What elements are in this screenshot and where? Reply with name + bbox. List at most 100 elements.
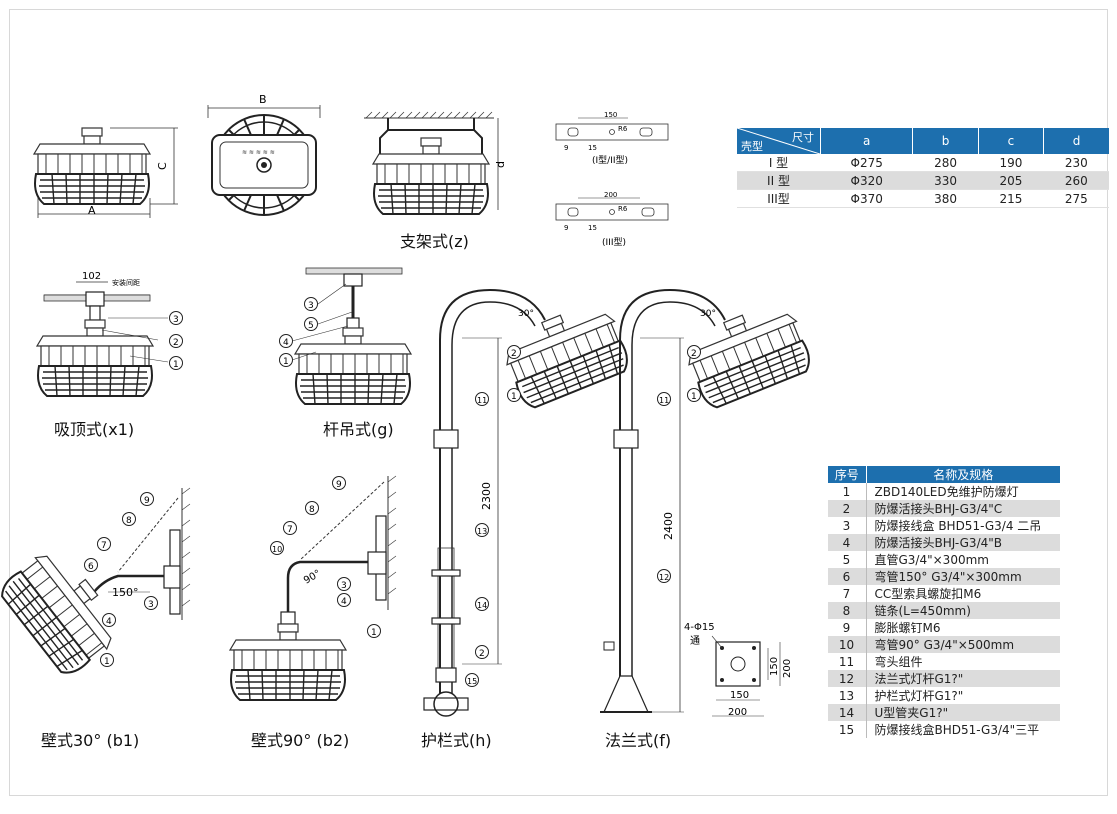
part-no: 13 <box>827 687 867 704</box>
svg-text:11: 11 <box>477 396 487 405</box>
part-name: 膨胀螺钉M6 <box>874 621 941 635</box>
guardrail-mount-drawing <box>423 288 635 717</box>
flange-200-v-label: 200 <box>782 659 793 678</box>
svg-text:3: 3 <box>173 315 179 325</box>
parts-row: 15 防爆接线盒BHD51-G3/4"三平 <box>827 721 1061 738</box>
svg-text:4: 4 <box>283 338 289 348</box>
svg-text:9: 9 <box>336 480 342 490</box>
ceiling-mount-drawing <box>36 281 169 397</box>
angle-90-label: 90° <box>302 568 323 586</box>
part-name: 弯管90° G3/4"×500mm <box>866 636 1060 653</box>
flange-150-label: 150 <box>730 690 749 701</box>
parts-header-no: 序号 <box>827 466 866 483</box>
part-no: 5 <box>827 551 867 568</box>
caption-flange: 法兰式(f) <box>605 731 672 750</box>
part-no: 2 <box>827 500 867 517</box>
svg-text:2: 2 <box>479 649 485 659</box>
parts-header-name: 名称及规格 <box>865 466 1060 483</box>
size-a: Φ275 <box>820 154 913 172</box>
svg-text:2: 2 <box>173 338 179 348</box>
part-no: 6 <box>827 568 867 585</box>
part-no: 11 <box>827 653 867 670</box>
wall-30-callouts: 9 8 7 6 3 4 1 <box>84 492 158 667</box>
part-name: 弯管150° G3/4"×300mm <box>866 568 1060 585</box>
flange-holes-label: 4-Φ15 <box>684 622 715 633</box>
svg-text:5: 5 <box>308 321 314 331</box>
wall-30-mount-drawing <box>0 487 191 681</box>
svg-text:13: 13 <box>477 527 487 536</box>
part-no: 15 <box>827 721 867 738</box>
size-col-d: d <box>1043 128 1109 154</box>
size-c: 190 <box>978 154 1044 172</box>
dim-b-label: B <box>259 93 267 106</box>
size-b: 380 <box>912 189 979 208</box>
part-no: 1 <box>827 483 867 500</box>
part-name: CC型索具螺旋扣M6 <box>874 587 982 601</box>
part-name: 链条(L=450mm) <box>866 602 1060 619</box>
mounting-hole-diagrams <box>555 117 669 221</box>
part-name: 法兰式灯杆G1?" <box>866 670 1060 687</box>
size-b: 330 <box>912 171 979 190</box>
size-c: 215 <box>978 189 1044 208</box>
size-c: 205 <box>978 171 1044 190</box>
page-frame <box>9 9 1108 796</box>
svg-text:7: 7 <box>101 541 107 551</box>
size-d: 230 <box>1043 154 1109 172</box>
part-name: 防爆活接头BHJ-G3/4"C <box>866 500 1060 517</box>
part-name: 防爆接线盒BHD51-G3/4"三平 <box>874 723 1040 737</box>
parts-table-header: 序号 名称及规格 <box>827 466 1060 483</box>
size-table-corner: 尺寸 壳型 <box>736 128 821 154</box>
svg-text:15: 15 <box>467 677 477 686</box>
caption-ceiling: 吸顶式(x1) <box>54 420 135 439</box>
svg-text:1: 1 <box>511 392 517 402</box>
mount-15-label: 15 <box>588 144 597 152</box>
mount-9-label: 9 <box>564 144 568 152</box>
svg-text:9: 9 <box>144 496 150 506</box>
dim-c-label: C <box>156 162 169 170</box>
size-row: III型 Φ370 380 215 275 <box>736 189 1109 208</box>
flange-callouts: 2 1 11 12 <box>657 345 701 583</box>
guardrail-callouts: 2 1 11 13 14 2 15 <box>465 345 521 687</box>
angle-30-label-h: 30° <box>518 309 534 319</box>
parts-row: 9 膨胀螺钉M6 <box>827 619 1061 636</box>
svg-text:1: 1 <box>104 657 110 667</box>
top-view-drawing: ≋ ≋ ≋ ≋ ≋ <box>207 105 321 216</box>
svg-text:4: 4 <box>106 617 112 627</box>
part-no: 14 <box>827 704 867 721</box>
part-no: 12 <box>827 670 867 687</box>
type-1-2-label: (I型/II型) <box>592 155 628 166</box>
svg-text:1: 1 <box>691 392 697 402</box>
mount-150-label: 150 <box>604 111 617 119</box>
part-name: U型管夹G1?" <box>866 704 1060 721</box>
part-no: 4 <box>827 534 867 551</box>
svg-text:8: 8 <box>126 516 132 526</box>
rod-pendant-drawing <box>291 267 412 405</box>
size-type: III型 <box>736 189 821 208</box>
svg-text:1: 1 <box>283 357 289 367</box>
mount-15-label-2: 15 <box>588 224 597 232</box>
front-view-drawing <box>33 127 178 218</box>
size-a: Φ370 <box>820 189 913 208</box>
part-no: 9 <box>827 619 867 636</box>
svg-text:≋ ≋ ≋ ≋ ≋: ≋ ≋ ≋ ≋ ≋ <box>242 149 275 156</box>
corner-bottom-label: 壳型 <box>741 140 763 153</box>
type-3-label: (III型) <box>602 237 626 248</box>
caption-wall30: 壁式30° (b1) <box>41 731 140 750</box>
svg-text:3: 3 <box>341 581 347 591</box>
size-table: 尺寸 壳型 a b c d I 型 Φ275 280 190 230 II 型 … <box>736 128 1109 208</box>
size-a: Φ320 <box>820 171 913 190</box>
wall-90-callouts: 9 8 7 10 3 4 1 <box>270 476 381 638</box>
caption-rod: 杆吊式(g) <box>323 420 394 439</box>
svg-text:10: 10 <box>272 545 282 554</box>
size-col-c: c <box>977 128 1044 154</box>
